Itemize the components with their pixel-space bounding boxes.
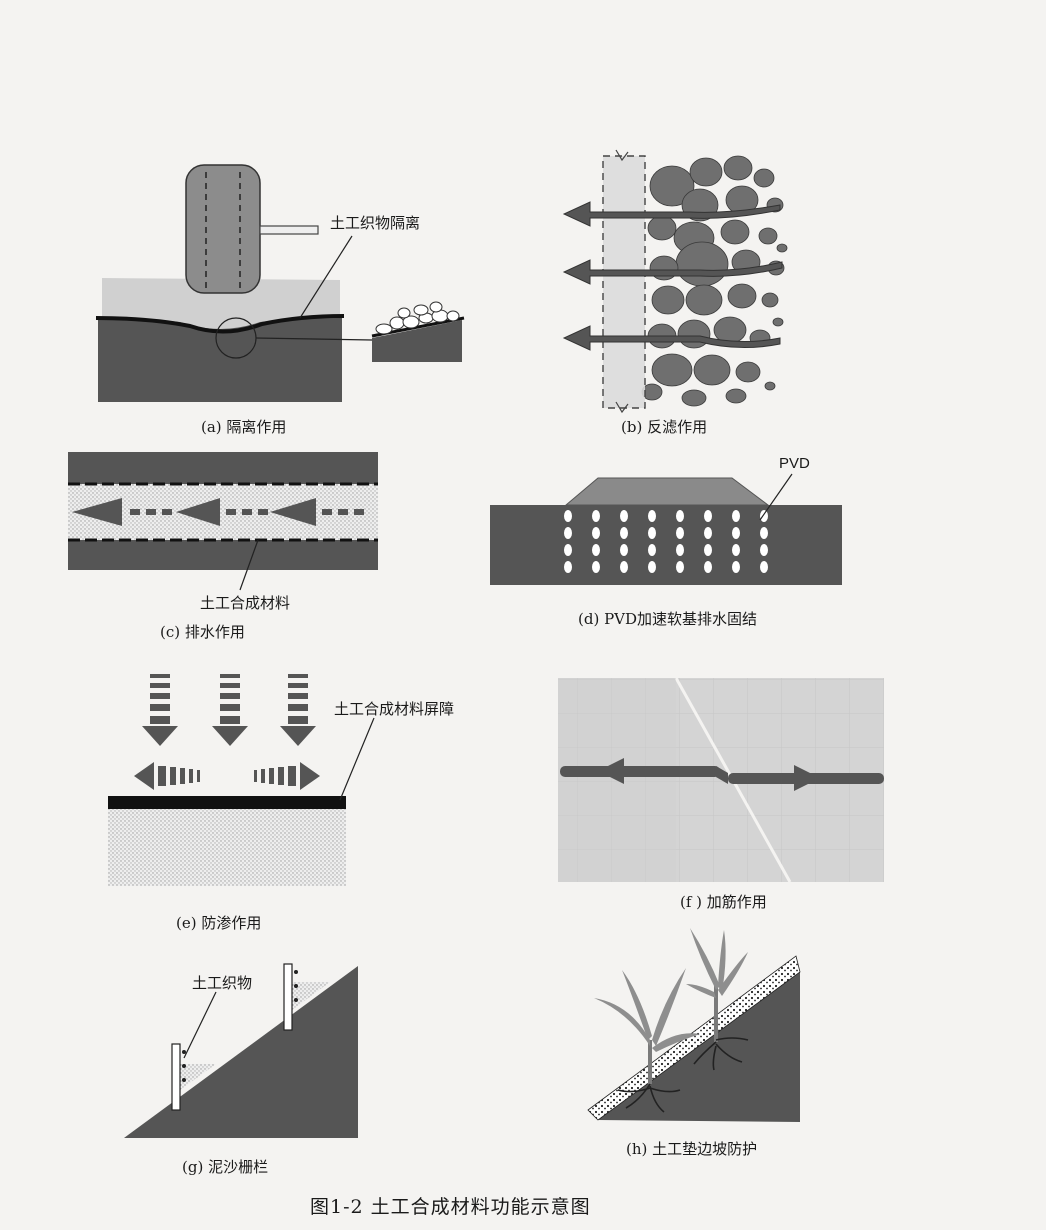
caption-d: (d) PVD加速软基排水固结 — [578, 610, 758, 628]
slope-soil — [598, 972, 800, 1122]
barrier-layer — [108, 796, 346, 809]
embankment — [564, 477, 770, 506]
panel-d-pvd — [490, 473, 842, 585]
fence-post-upper — [283, 963, 293, 1031]
aggregate-layer — [102, 278, 340, 329]
panel-f-reinforcement — [558, 677, 884, 883]
label-geotextile-separation: 土工织物隔离 — [330, 214, 421, 232]
figure-title: 图1-2 土工合成材料功能示意图 — [310, 1196, 591, 1218]
panel-h-erosion-mat — [587, 928, 801, 1122]
caption-b: (b) 反滤作用 — [621, 418, 708, 436]
trapped-sediment-lower — [180, 1064, 216, 1090]
label-leader-a — [299, 235, 353, 319]
caption-c: (c) 排水作用 — [160, 623, 245, 641]
flow-arrows — [72, 498, 364, 526]
inset-pebbles — [375, 301, 460, 335]
axle — [259, 225, 319, 235]
slope-ground — [124, 966, 358, 1138]
label-geosynthetic-c: 土工合成材料 — [200, 594, 291, 612]
panel-b-filtration — [562, 149, 788, 414]
trapped-sediment-upper — [292, 982, 330, 1010]
label-leader-g — [183, 991, 217, 1059]
caption-a: (a) 隔离作用 — [201, 418, 287, 436]
infiltration-arrows — [142, 674, 316, 746]
plant-upper — [686, 928, 749, 1071]
panel-e-barrier — [108, 674, 375, 886]
geotextile-separator — [95, 314, 345, 334]
soil-particles — [641, 155, 788, 407]
lateral-arrows — [134, 762, 320, 790]
erosion-mat — [587, 955, 801, 1121]
detail-inset — [372, 320, 462, 362]
dotted-soil — [108, 808, 346, 886]
reinforcement-tension — [560, 758, 884, 791]
label-pvd: PVD — [779, 455, 810, 472]
panel-g-silt-fence — [124, 963, 358, 1138]
panel-c-drainage — [68, 452, 378, 591]
wheel — [185, 164, 261, 294]
label-leader-c — [239, 539, 259, 591]
label-leader-d — [759, 473, 793, 521]
caption-h: (h) 土工垫边坡防护 — [626, 1140, 758, 1158]
seepage-arrows — [562, 201, 783, 351]
soft-soil — [490, 505, 842, 585]
caption-f: (f ) 加筋作用 — [680, 893, 767, 911]
caption-g: (g) 泥沙栅栏 — [182, 1158, 269, 1176]
fence-post-lower — [171, 1043, 181, 1111]
label-barrier: 土工合成材料屏障 — [334, 700, 455, 718]
caption-e: (e) 防渗作用 — [176, 914, 262, 932]
label-leader-e — [339, 717, 375, 801]
pvd-drains — [564, 510, 768, 573]
panel-a-separation — [95, 164, 465, 402]
plant-lower — [594, 968, 700, 1113]
label-geotextile-g: 土工织物 — [192, 974, 253, 992]
filter-geotextile — [602, 155, 646, 409]
